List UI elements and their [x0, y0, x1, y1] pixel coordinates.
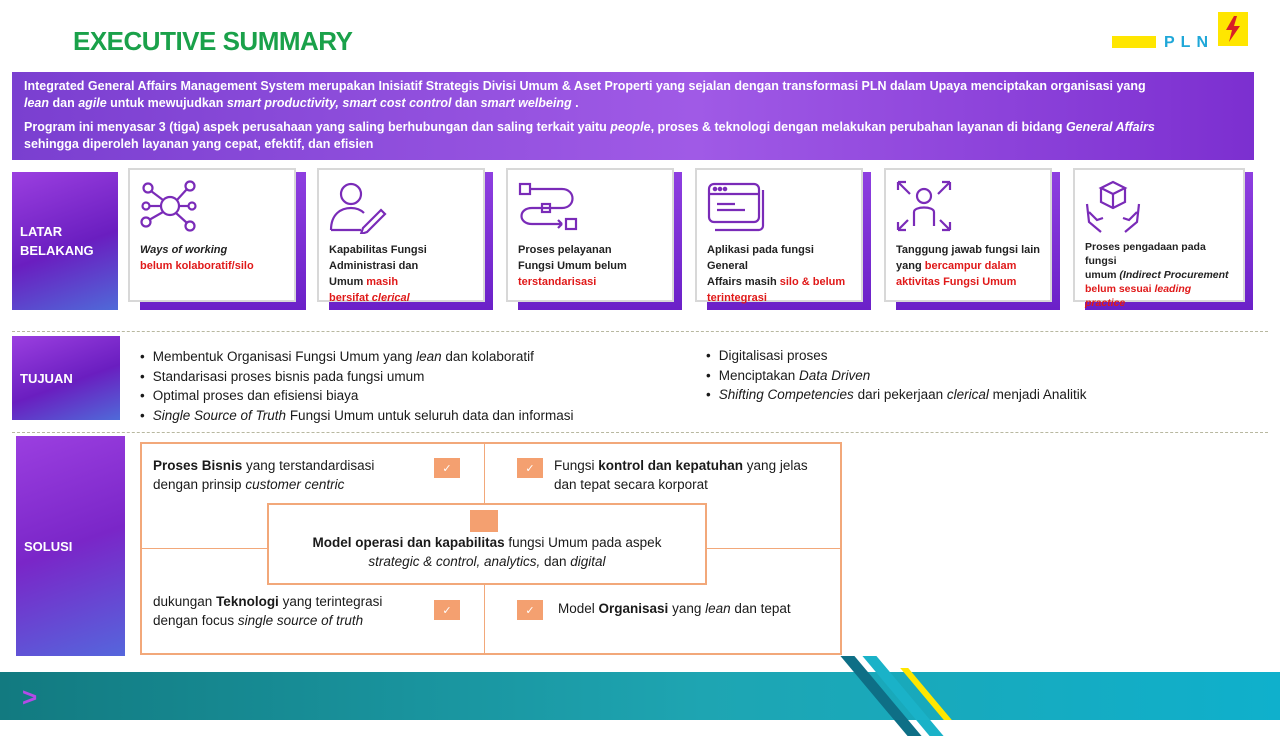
user-edit-icon — [329, 182, 387, 234]
list-item: Single Source of Truth Fungsi Umum untuk… — [140, 406, 700, 426]
chevron-right-icon: > — [22, 682, 38, 712]
pln-logo-icon — [1218, 12, 1248, 46]
list-item: Membentuk Organisasi Fungsi Umum yang le… — [140, 347, 700, 367]
connector-tab — [470, 510, 498, 532]
footer-bar — [0, 672, 1280, 720]
intro-paragraph-2: Program ini menyasar 3 (tiga) aspek peru… — [24, 120, 1155, 151]
divider — [12, 331, 1268, 332]
check-icon: ✓ — [434, 458, 460, 478]
check-icon: ✓ — [434, 600, 460, 620]
process-flow-icon — [518, 182, 578, 231]
tujuan-list-left: Membentuk Organisasi Fungsi Umum yang le… — [140, 347, 700, 425]
latar-card-aplikasi: Aplikasi pada fungsi General Affairs mas… — [695, 168, 863, 304]
network-icon — [140, 180, 197, 232]
solusi-matrix — [140, 442, 842, 655]
divider — [12, 432, 1268, 433]
latar-card-kapabilitas: Kapabilitas Fungsi Administrasi dan Umum… — [317, 168, 485, 304]
logo-text: PLN — [1164, 34, 1214, 48]
latar-card-ways-of-working: Ways of working belum kolaboratif/silo — [128, 168, 296, 302]
logo-bar — [1112, 36, 1156, 48]
check-icon: ✓ — [517, 458, 543, 478]
solusi-model-organisasi: Model Organisasi yang lean dan tepat — [558, 601, 791, 616]
list-item: Optimal proses dan efisiensi biaya — [140, 386, 700, 406]
solusi-kontrol-kepatuhan: Fungsi kontrol dan kepatuhan yang jelas … — [554, 458, 808, 492]
page-title: EXECUTIVE SUMMARY — [73, 26, 353, 56]
list-item: Shifting Competencies dari pekerjaan cle… — [706, 385, 1246, 405]
latar-card-pengadaan: Proses pengadaan pada fungsi umum (Indir… — [1073, 168, 1245, 309]
solusi-label: SOLUSI — [16, 436, 125, 656]
browser-windows-icon — [707, 182, 765, 232]
solusi-model-operasi: Model operasi dan kapabilitas fungsi Umu… — [312, 535, 662, 569]
list-item: Digitalisasi proses — [706, 346, 1246, 366]
solusi-teknologi: dukungan Teknologi yang terintegrasi den… — [153, 594, 383, 628]
tujuan-label: TUJUAN — [12, 336, 120, 420]
list-item: Menciptakan Data Driven — [706, 366, 1246, 386]
tujuan-list-right: Digitalisasi proses Menciptakan Data Dri… — [706, 346, 1246, 405]
check-icon: ✓ — [517, 600, 543, 620]
list-item: Standarisasi proses bisnis pada fungsi u… — [140, 367, 700, 387]
intro-banner: Integrated General Affairs Management Sy… — [12, 72, 1254, 160]
people-arrows-icon — [896, 180, 952, 232]
solusi-proses-bisnis: Proses Bisnis yang terstandardisasi deng… — [153, 458, 375, 492]
latar-card-tanggung-jawab: Tanggung jawab fungsi lain yang bercampu… — [884, 168, 1052, 302]
intro-paragraph-1: Integrated General Affairs Management Sy… — [24, 79, 1146, 110]
latar-card-proses-pelayanan: Proses pelayanan Fungsi Umum belum terst… — [506, 168, 674, 302]
hands-box-icon — [1085, 180, 1141, 233]
